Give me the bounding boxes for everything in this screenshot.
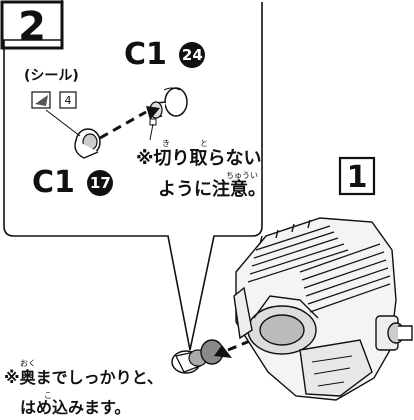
caution-text-upper-1: 切り取らない <box>153 148 262 169</box>
caution-text-lower-2: はめ込みます。 <box>20 398 131 417</box>
part-label-c1-24: C1 24 <box>124 37 206 72</box>
ruby-to: と <box>200 139 208 148</box>
sub-assembly-badge-frame <box>338 156 376 196</box>
insert-arrow-upper-line <box>99 110 147 140</box>
ruby-ko: こ <box>44 391 52 400</box>
caution-mark-upper: ※ <box>136 148 154 169</box>
callout-bubble <box>3 0 263 351</box>
part-code-lower: C1 <box>32 165 75 200</box>
ruby-oku: おく <box>20 359 36 368</box>
step-badge-number: 2 <box>18 4 46 50</box>
part-c1-17-icon <box>74 128 101 159</box>
part-c1-24-icon <box>149 87 188 126</box>
assembled-socket-icon <box>171 339 224 374</box>
cut-point-line <box>149 123 154 141</box>
caution-text-upper-2: ように注意。 <box>158 179 266 200</box>
part-code-upper: C1 <box>124 37 167 72</box>
sticker-shape-icon <box>35 95 48 106</box>
caution-note-lower-line1: ※奥までしっかりと、 <box>4 370 163 386</box>
sticker-leader-line <box>45 109 81 137</box>
part-number-lower-badge: 17 <box>87 170 114 196</box>
caution-mark-lower: ※ <box>4 368 20 387</box>
caution-text-lower-1: 奥までしっかりと、 <box>19 368 163 387</box>
insert-arrow-upper-head <box>146 106 160 120</box>
part-label-c1-17: C1 17 <box>32 165 114 200</box>
insert-arrow-lower-head <box>214 345 232 358</box>
sub-assembly-badge-number: 1 <box>347 160 368 195</box>
sticker-number: 4 <box>65 94 72 107</box>
sticker-number-box <box>59 91 77 109</box>
ruby-ki: き <box>162 139 170 148</box>
sticker-label: (シール) <box>24 68 79 84</box>
part-number-upper-badge: 24 <box>179 42 206 68</box>
caution-note-upper-line1: ※切り取らない <box>136 150 262 168</box>
engine-block-icon <box>233 217 413 401</box>
ruby-chuui: ちゅうい <box>226 171 258 180</box>
